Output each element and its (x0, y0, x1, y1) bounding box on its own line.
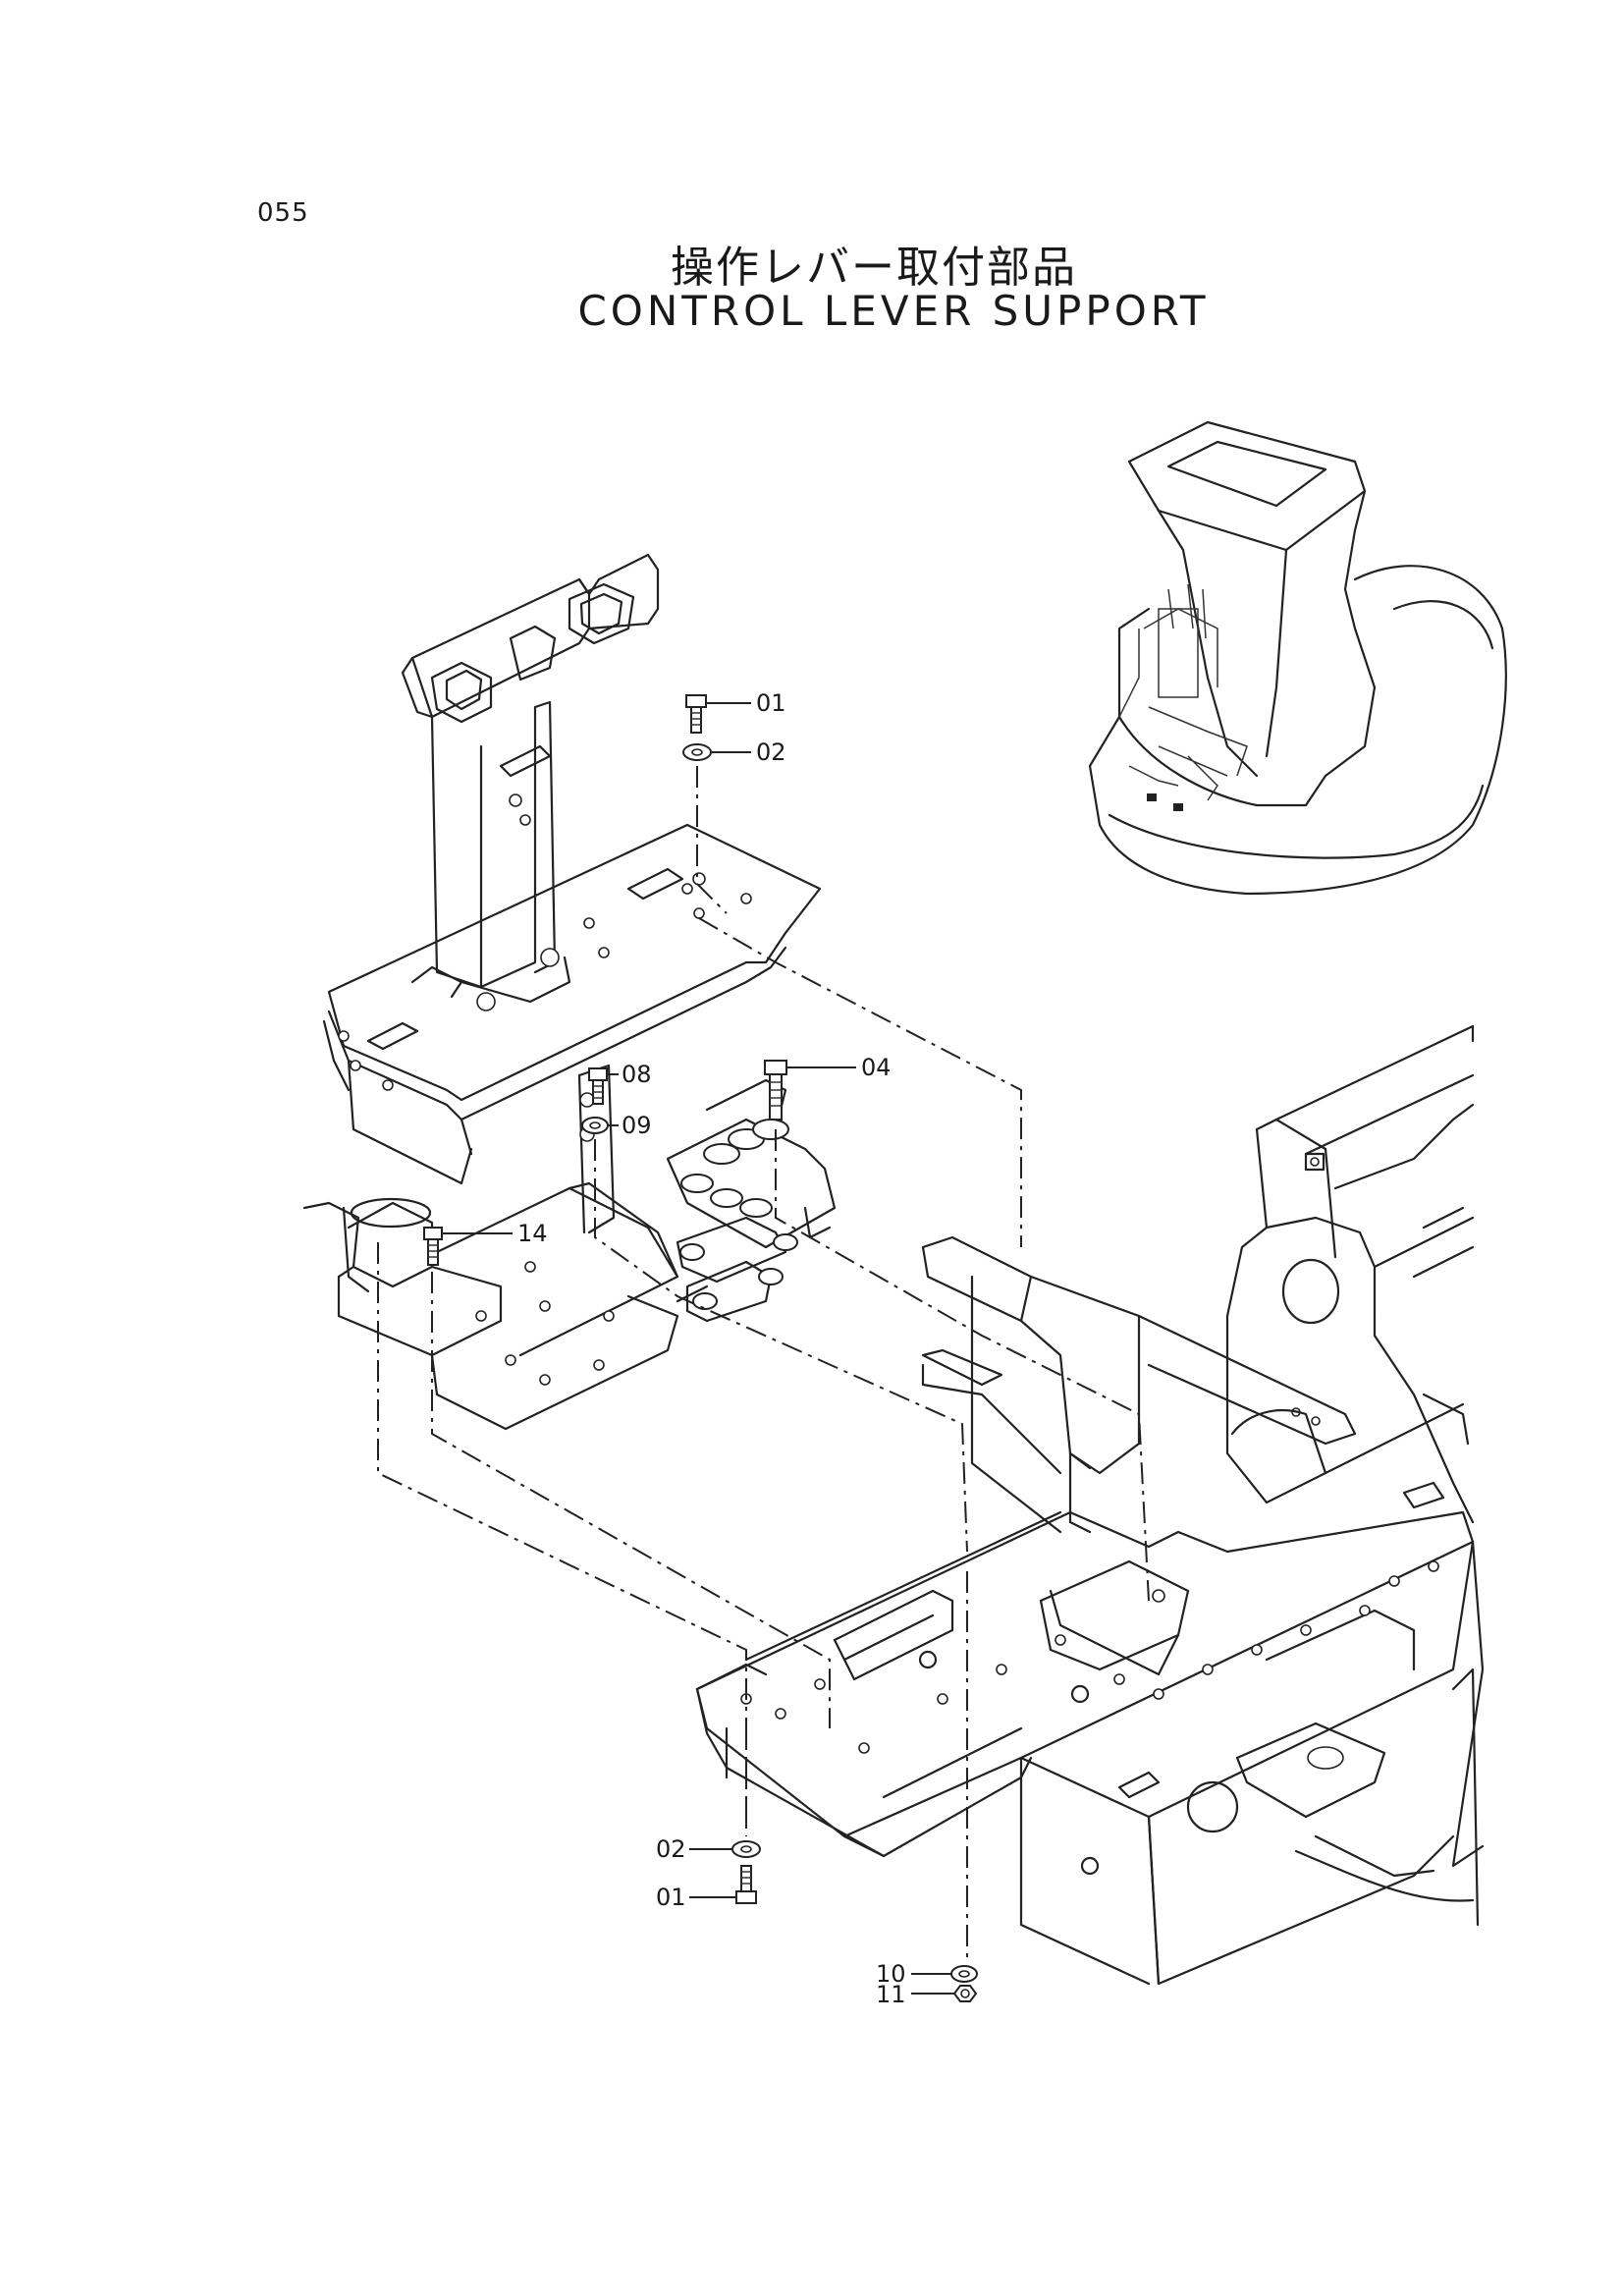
title-japanese: 操作レバー取付部品 (671, 243, 1077, 293)
upper-mount-plate (322, 823, 822, 1185)
upper-frame (695, 1024, 1485, 1986)
bolt-14-icon (423, 1227, 443, 1266)
callout-10: 10 (876, 1960, 906, 1988)
callout-08: 08 (622, 1061, 652, 1088)
leader-lines (442, 702, 954, 1995)
machine-overview-inset (1088, 420, 1507, 896)
bolt-01-bottom-icon (735, 1865, 757, 1904)
callout-02-top: 02 (756, 738, 786, 766)
washer-02-bottom-icon (731, 1840, 761, 1858)
callout-14: 14 (517, 1220, 548, 1247)
assembly-lines (377, 766, 1150, 1959)
screw-04-icon (764, 1060, 787, 1121)
page-number: 055 (257, 198, 309, 228)
callout-09: 09 (622, 1112, 652, 1139)
washer-09-icon (581, 1117, 609, 1134)
callout-02-bottom: 02 (656, 1835, 686, 1863)
washer-02-top-icon (682, 743, 712, 761)
washer-10-icon (950, 1965, 978, 1983)
bolt-01-top-icon (685, 694, 707, 734)
pilot-valve-block (666, 1078, 837, 1323)
callout-04: 04 (861, 1054, 892, 1081)
callout-11: 11 (876, 1981, 906, 2008)
control-lever-stand (401, 553, 660, 1011)
callout-01-bottom: 01 (656, 1884, 686, 1911)
title-english: CONTROL LEVER SUPPORT (577, 287, 1210, 335)
callout-01-top: 01 (756, 689, 786, 717)
nut-11-icon (952, 1985, 978, 2002)
